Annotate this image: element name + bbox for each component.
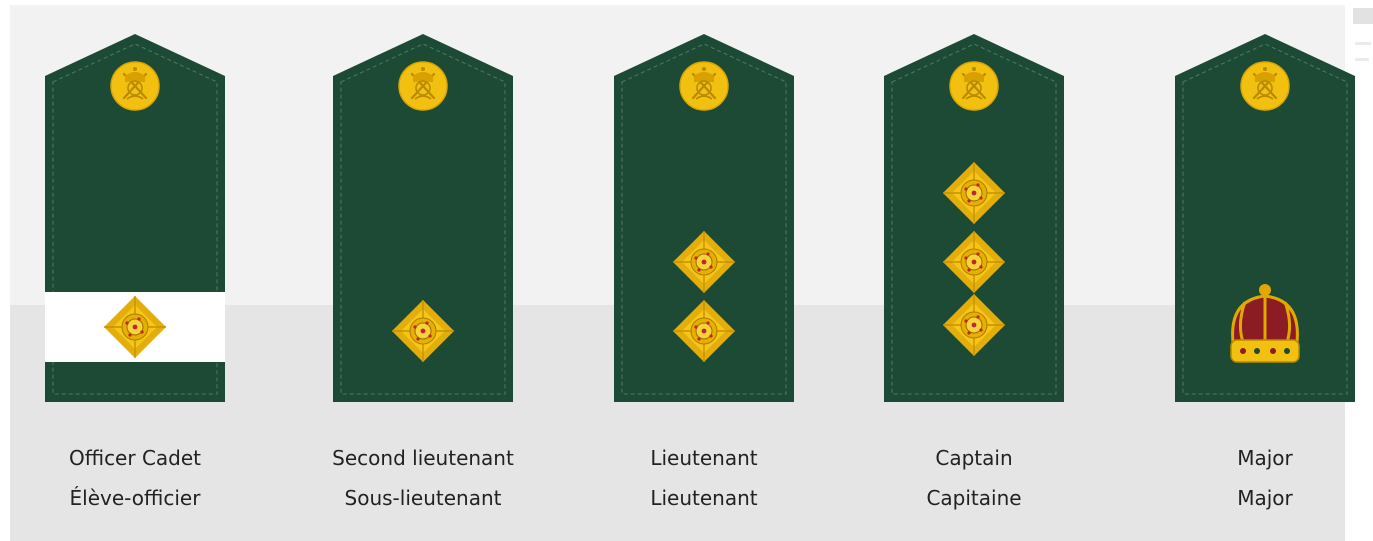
crest-button-icon xyxy=(678,60,730,112)
rank-captain: Captain Capitaine xyxy=(884,34,1064,524)
shoulder-board xyxy=(333,34,513,402)
rank-name-english: Captain xyxy=(935,446,1013,470)
edge-fragment xyxy=(1353,8,1373,24)
rank-officer-cadet: Officer Cadet Élève-officier xyxy=(45,34,225,524)
rank-name-french: Élève-officier xyxy=(69,486,201,510)
edge-fragment xyxy=(1355,42,1371,45)
shoulder-board xyxy=(45,34,225,402)
rank-name-english: Second lieutenant xyxy=(332,446,514,470)
crest-button-icon xyxy=(109,60,161,112)
shoulder-board xyxy=(884,34,1064,402)
crest-button-icon xyxy=(397,60,449,112)
shoulder-board xyxy=(1175,34,1355,402)
rank-lieutenant: Lieutenant Lieutenant xyxy=(614,34,794,524)
rank-name-french: Sous-lieutenant xyxy=(344,486,502,510)
rank-name-english: Major xyxy=(1237,446,1293,470)
shoulder-board xyxy=(614,34,794,402)
rank-major: Major Major xyxy=(1175,34,1355,524)
rank-second-lieutenant: Second lieutenant Sous-lieutenant xyxy=(332,34,514,524)
crest-button-icon xyxy=(1239,60,1291,112)
rank-name-english: Lieutenant xyxy=(650,446,758,470)
rank-name-english: Officer Cadet xyxy=(68,446,202,470)
edge-fragment xyxy=(1355,58,1369,61)
rank-name-french: Lieutenant xyxy=(650,486,758,510)
rank-name-french: Major xyxy=(1237,486,1293,510)
crest-button-icon xyxy=(948,60,1000,112)
rank-name-french: Capitaine xyxy=(926,486,1022,510)
